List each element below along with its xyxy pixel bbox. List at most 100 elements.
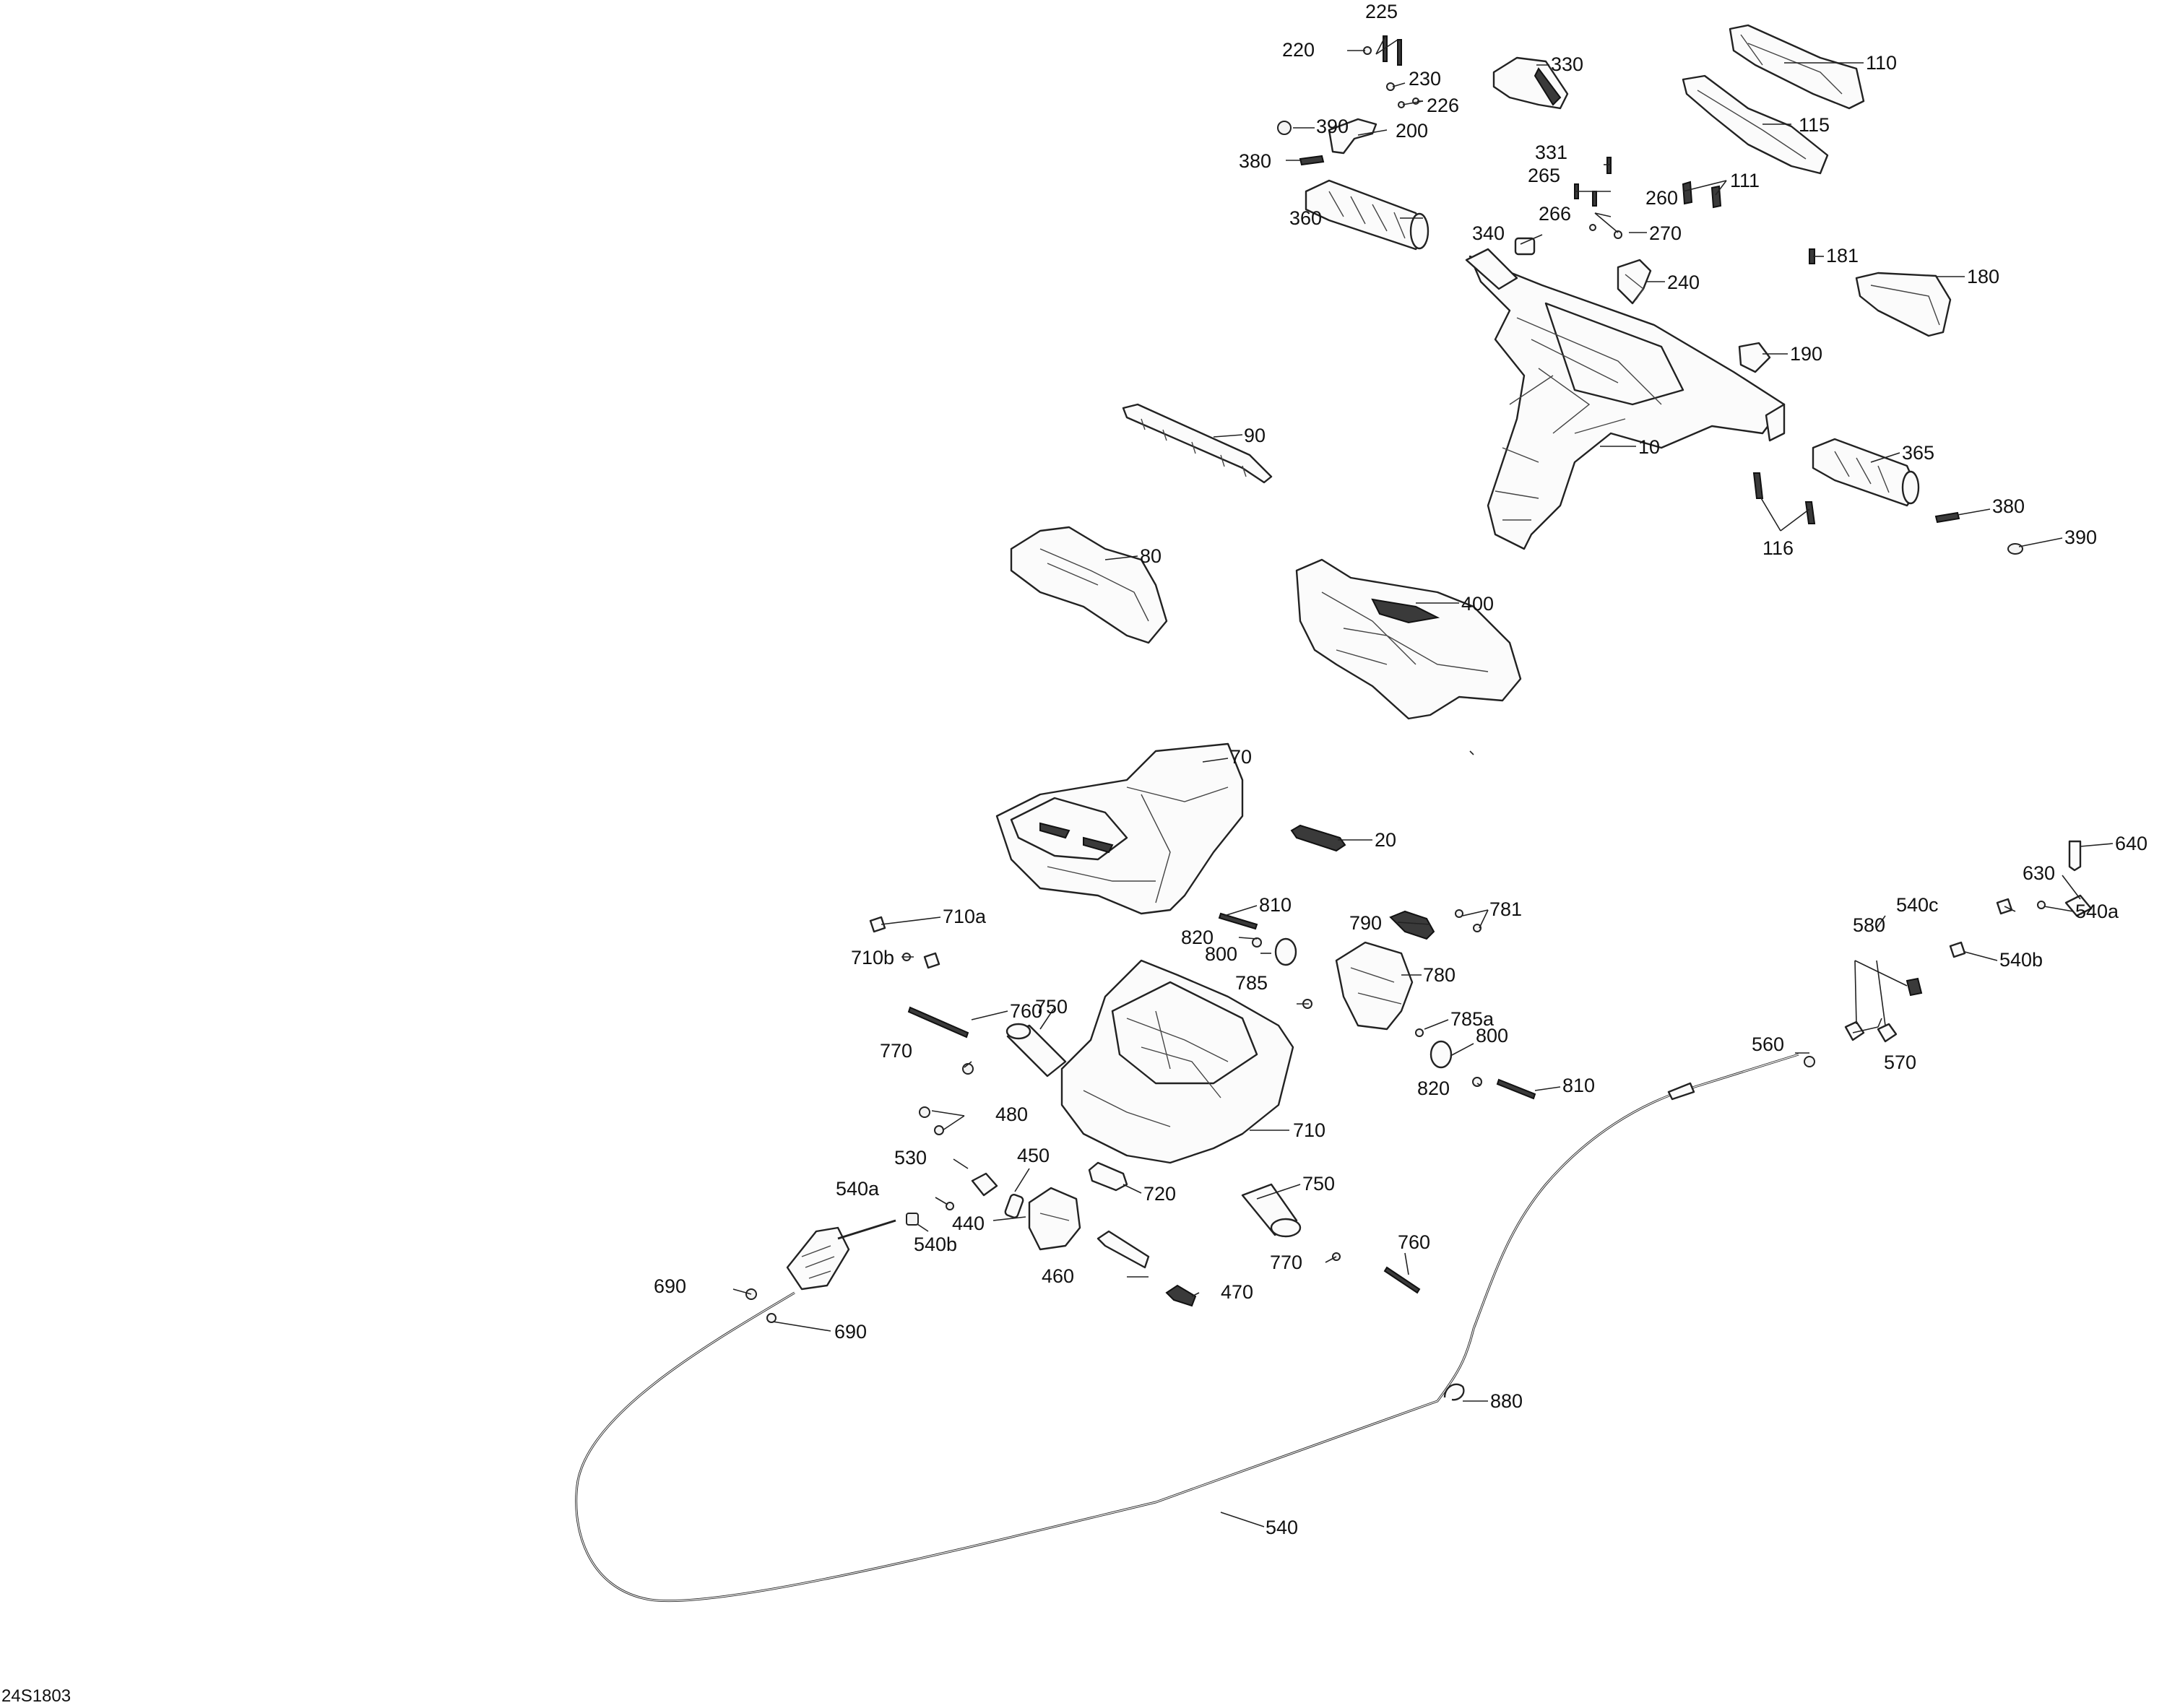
callout-470: 470 xyxy=(1221,1281,1253,1303)
callout-260: 260 xyxy=(1645,187,1678,209)
callout-365: 365 xyxy=(1902,442,1934,464)
callout-labels: 225 220 230 330 110 226 390 200 115 380 … xyxy=(654,1,2147,1538)
callout-800-top: 800 xyxy=(1205,943,1237,965)
callout-115: 115 xyxy=(1799,114,1830,136)
callout-750-top: 750 xyxy=(1035,996,1068,1018)
callout-690-top: 690 xyxy=(654,1275,686,1297)
callout-785: 785 xyxy=(1235,972,1268,994)
diagram-id: 24S1803 xyxy=(1,1686,71,1706)
callout-560: 560 xyxy=(1752,1033,1784,1055)
upper-cover-110-part xyxy=(1729,24,1865,110)
clamp-880-part xyxy=(1443,1383,1465,1401)
switch-340-part xyxy=(1514,237,1536,256)
callout-110: 110 xyxy=(1866,52,1897,74)
small-hardware xyxy=(745,35,2046,1323)
callout-760-top: 760 xyxy=(1010,1000,1042,1022)
callout-750-bottom: 750 xyxy=(1302,1173,1335,1195)
cover-400-part xyxy=(1295,558,1522,720)
callout-390-top: 390 xyxy=(1316,116,1349,137)
callout-781: 781 xyxy=(1489,898,1522,920)
callout-880: 880 xyxy=(1490,1390,1523,1412)
callout-390-right: 390 xyxy=(2064,526,2097,548)
callout-400: 400 xyxy=(1461,593,1494,615)
callout-770-bottom: 770 xyxy=(1270,1252,1302,1273)
callout-450: 450 xyxy=(1017,1145,1050,1166)
callout-760-bottom: 760 xyxy=(1398,1231,1430,1253)
callout-200: 200 xyxy=(1396,120,1428,142)
parts-layer xyxy=(575,24,2093,1603)
trim-20-part xyxy=(1290,824,1346,852)
callout-540b-left: 540b xyxy=(914,1234,957,1255)
lever-200-part xyxy=(1328,118,1377,155)
part-450 xyxy=(1004,1194,1024,1218)
bracket-440-part xyxy=(1028,1187,1081,1251)
callout-530: 530 xyxy=(894,1147,927,1169)
callout-266: 266 xyxy=(1539,203,1571,225)
leader-lines xyxy=(732,35,2114,1527)
part-720 xyxy=(1088,1161,1128,1192)
grip-360-part xyxy=(1305,179,1429,251)
callout-460: 460 xyxy=(1042,1265,1074,1287)
callout-780: 780 xyxy=(1423,964,1456,986)
callout-70: 70 xyxy=(1230,746,1252,768)
callout-90: 90 xyxy=(1244,425,1266,446)
trim-strip-90-part xyxy=(1122,403,1273,484)
callout-240: 240 xyxy=(1667,272,1700,293)
callout-690-bottom: 690 xyxy=(834,1321,867,1343)
callout-580: 580 xyxy=(1853,914,1885,936)
callout-10: 10 xyxy=(1638,436,1660,458)
tube-750b-part xyxy=(1241,1183,1302,1238)
callout-111: 111 xyxy=(1730,170,1760,191)
callout-330: 330 xyxy=(1551,53,1583,75)
bolt-640-part xyxy=(2068,840,2082,872)
callout-820-bottom: 820 xyxy=(1417,1078,1450,1099)
callout-230: 230 xyxy=(1409,68,1441,90)
callout-820-top: 820 xyxy=(1181,927,1214,948)
callout-380-top: 380 xyxy=(1239,150,1271,172)
cover-80-part xyxy=(1010,526,1168,644)
grip-365-part xyxy=(1812,438,1920,507)
cover-180-part xyxy=(1855,272,1952,337)
callout-265: 265 xyxy=(1528,165,1560,186)
callout-640: 640 xyxy=(2115,833,2147,854)
callout-570: 570 xyxy=(1884,1052,1916,1073)
callout-116: 116 xyxy=(1762,537,1794,559)
callout-810-top: 810 xyxy=(1259,894,1292,916)
callout-20: 20 xyxy=(1375,829,1396,851)
callout-340: 340 xyxy=(1472,222,1505,244)
callout-720: 720 xyxy=(1143,1183,1176,1205)
callout-440: 440 xyxy=(952,1213,985,1234)
callout-331: 331 xyxy=(1535,142,1567,163)
part-790 xyxy=(1389,910,1435,940)
callout-540b-right: 540b xyxy=(1999,949,2043,971)
callout-226: 226 xyxy=(1427,95,1459,116)
callout-630: 630 xyxy=(2023,862,2055,884)
callout-270: 270 xyxy=(1649,222,1682,244)
callout-220: 220 xyxy=(1282,39,1315,61)
cable-540-part xyxy=(575,1053,1799,1603)
fitting-570a-part xyxy=(1844,1020,1865,1041)
clip-190-part xyxy=(1738,342,1771,373)
callout-360: 360 xyxy=(1289,207,1322,229)
callout-540a-right: 540a xyxy=(2075,901,2119,922)
callout-480: 480 xyxy=(995,1104,1028,1125)
cable-actuator-part xyxy=(786,1219,896,1291)
fitting-530-part xyxy=(971,1172,998,1197)
callout-770-top: 770 xyxy=(880,1040,912,1062)
callout-710b: 710b xyxy=(851,947,894,968)
callout-540c: 540c xyxy=(1896,894,1939,916)
callout-181: 181 xyxy=(1826,245,1859,266)
callout-540a-left: 540a xyxy=(836,1178,880,1200)
callout-790: 790 xyxy=(1349,912,1382,934)
callout-380-right: 380 xyxy=(1992,495,2025,517)
callout-785a: 785a xyxy=(1450,1008,1495,1030)
part-470 xyxy=(1165,1284,1197,1307)
callout-225: 225 xyxy=(1365,1,1398,22)
bracket-780-part xyxy=(1335,941,1414,1031)
part-460 xyxy=(1097,1230,1150,1269)
steering-frame-part xyxy=(1465,248,1786,550)
callout-540: 540 xyxy=(1266,1517,1298,1538)
callout-190: 190 xyxy=(1790,343,1822,365)
callout-80: 80 xyxy=(1140,545,1162,567)
fitting-570b-part xyxy=(1877,1023,1898,1043)
